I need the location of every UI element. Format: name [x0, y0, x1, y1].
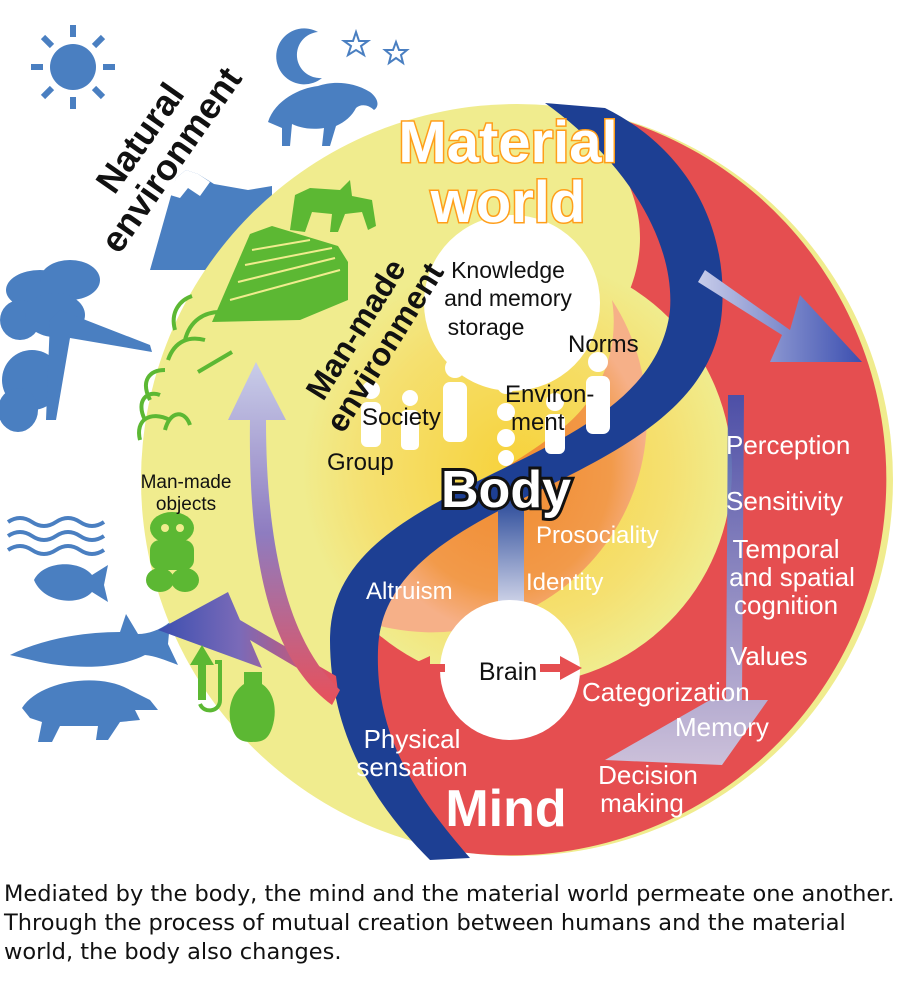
person-icon: [545, 393, 565, 454]
sensitivity-label: Sensitivity: [726, 486, 843, 516]
star-icon: [340, 28, 372, 58]
jaguar-icon: [268, 82, 378, 146]
knowledge-storage-label: Knowledge and memory storage: [444, 257, 572, 340]
tree-icon: [0, 260, 152, 432]
physical-sensation-line1: Physical: [364, 724, 461, 754]
manmade-objects-line2: objects: [156, 494, 216, 515]
arrowhead-tool-icon: [190, 645, 214, 700]
environment-label-line1: Environ-: [505, 381, 594, 408]
environment-label-line2: ment: [511, 409, 565, 436]
pyramid-icon: [212, 226, 348, 322]
person-icon: [586, 352, 610, 434]
decision-label-line2: making: [600, 788, 684, 818]
natural-environment-icons: [0, 25, 410, 742]
star-icon: [382, 39, 410, 66]
flow-arrows: [158, 270, 862, 765]
inner-mind-labels: Prosociality Identity Altruism: [366, 522, 659, 605]
mind-faculties: Perception Sensitivity Temporal and spat…: [582, 430, 855, 818]
prosociality-label: Prosociality: [536, 522, 659, 549]
identity-label: Identity: [526, 569, 603, 596]
figure-caption: Mediated by the body, the mind and the m…: [4, 881, 895, 965]
group-label: Group: [327, 449, 394, 476]
diagram-canvas: Natural environment Material world Man-m…: [0, 25, 893, 860]
fish-icon: [34, 564, 108, 602]
knowledge-line3: storage: [448, 314, 525, 340]
manmade-objects-label: Man-made objects: [141, 472, 232, 515]
temporal-label-line2: and spatial: [729, 562, 855, 592]
arrow-to-natural: [158, 592, 338, 692]
person-icon: [361, 381, 381, 447]
brain-arrows: [404, 656, 582, 680]
person-icon: [401, 390, 419, 450]
material-world-line2: world: [430, 170, 586, 235]
sun-icon: [31, 25, 115, 109]
perception-label: Perception: [726, 430, 850, 460]
physical-sensation-label: Physical sensation: [356, 724, 467, 782]
knowledge-line1: Knowledge: [451, 257, 565, 283]
altruism-label: Altruism: [366, 578, 453, 605]
arrow-up-manmade: [228, 362, 340, 705]
body-s-curve: [330, 103, 723, 860]
body-spine: [498, 490, 524, 620]
material-world-line1: Material: [398, 110, 617, 175]
memory-label: Memory: [675, 712, 769, 742]
arrow-to-mind-right: [698, 270, 862, 362]
turtle-icon: [22, 680, 158, 742]
llama-icon: [290, 180, 376, 232]
person-icon: [443, 358, 467, 442]
physical-sensation-line2: sensation: [356, 752, 467, 782]
rice-icon: [137, 294, 234, 441]
knowledge-line2: and memory: [444, 285, 572, 311]
material-world-title: Material world: [397, 109, 619, 237]
dogu-figurine-icon: [146, 512, 199, 592]
temporal-label-line1: Temporal: [733, 534, 840, 564]
manmade-environment-icons: [137, 180, 376, 742]
values-label: Values: [730, 641, 808, 671]
knowledge-storage-circle: [424, 215, 600, 391]
people-icons: [361, 352, 610, 466]
categorization-label: Categorization: [582, 677, 750, 707]
person-icon: [497, 376, 515, 466]
decision-label-line1: Decision: [598, 760, 698, 790]
mind-title: Mind: [445, 780, 566, 838]
hook-icon: [198, 660, 222, 713]
body-area-labels: Norms Society Group Environ- ment: [327, 331, 639, 476]
waves-icon: [6, 516, 106, 556]
norms-label: Norms: [568, 331, 639, 358]
brain-circle: [440, 600, 580, 740]
shark-icon: [10, 614, 178, 667]
temporal-label-line3: cognition: [734, 590, 838, 620]
moon-icon: [276, 28, 322, 85]
society-label: Society: [362, 404, 441, 431]
arrow-down-perception: [605, 395, 768, 765]
brain-label: Brain: [479, 658, 537, 686]
vase-icon: [229, 672, 275, 742]
manmade-objects-line1: Man-made: [141, 472, 232, 493]
body-title: Body: [441, 461, 571, 519]
